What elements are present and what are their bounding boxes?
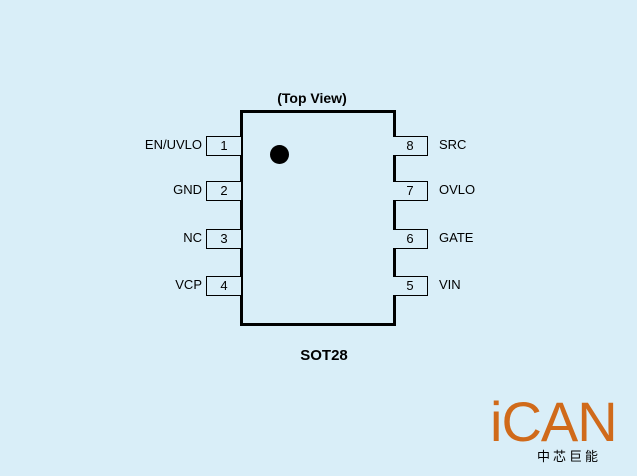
pin-number-6: 6 [393, 229, 428, 249]
view-label: (Top View) [277, 90, 347, 106]
pin-number-3: 3 [206, 229, 241, 249]
pin-name-2: GND [173, 182, 202, 197]
chip-body [240, 110, 396, 326]
pin-number-2: 2 [206, 181, 241, 201]
pin-name-3: NC [183, 230, 202, 245]
pin-name-5: VIN [439, 277, 461, 292]
pin-number-7: 7 [393, 181, 428, 201]
logo-wordmark: iCAN [490, 390, 618, 453]
logo-subtitle: 中芯巨能 [537, 449, 602, 464]
pin-number-4: 4 [206, 276, 241, 296]
pin-name-8: SRC [439, 137, 467, 152]
pin-name-7: OVLO [439, 182, 476, 197]
pin-name-4: VCP [175, 277, 202, 292]
pin-number-5: 5 [393, 276, 428, 296]
pin-name-6: GATE [439, 230, 474, 245]
pin1-indicator-dot [270, 145, 289, 164]
pin-number-8: 8 [393, 136, 428, 156]
ican-logo: iCAN 中芯巨能 [490, 392, 620, 464]
pin-name-1: EN/UVLO [144, 137, 202, 152]
pin-number-1: 1 [206, 136, 241, 156]
package-label: SOT28 [300, 347, 348, 364]
